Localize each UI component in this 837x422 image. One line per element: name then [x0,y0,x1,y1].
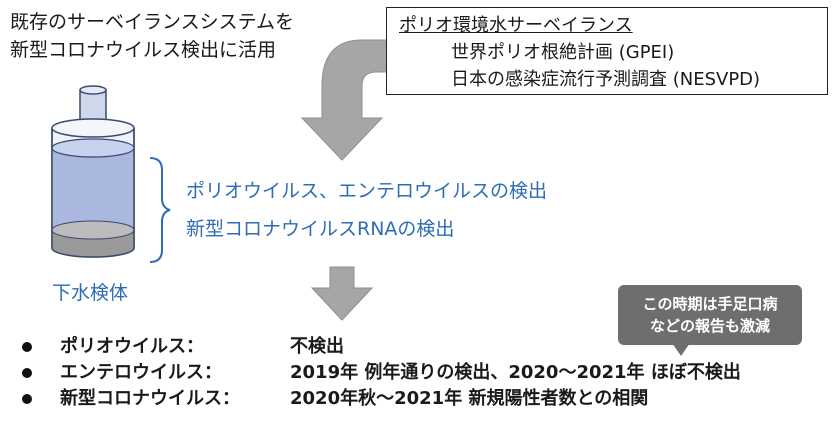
callout-line-1: この時期は手足口病 [642,295,778,313]
down-arrow [310,266,374,321]
container-label: 下水検体 [52,282,129,304]
intro-line-1: 既存のサーベイランスシステムを [10,11,295,33]
intro-text: 既存のサーベイランスシステムを 新型コロナウイルス検出に活用 [10,8,294,64]
callout-pointer [672,343,690,356]
callout-line-2: などの報告も激減 [649,317,770,335]
result-row-entero: エンテロウイルス： 2019年 例年通りの検出、2020〜2021年 ほぼ不検出 [14,360,741,386]
surveillance-item-nesvpd: 日本の感染症流行予測調査 (NESVPD) [451,69,761,90]
curved-arrow [300,39,393,161]
result-value: 不検出 [290,336,344,357]
bullet-icon [22,368,32,378]
result-value: 2019年 例年通りの検出、2020〜2021年 ほぼ不検出 [290,362,741,383]
result-label: エンテロウイルス： [60,362,222,383]
detection-line-1: ポリオウイルス、エンテロウイルスの検出 [186,180,548,202]
surveillance-title: ポリオ環境水サーベイランス [399,15,633,36]
result-row-polio: ポリオウイルス： 不検出 [14,334,741,360]
result-label: 新型コロナウイルス： [60,388,240,409]
bullet-icon [22,394,32,404]
callout-bubble: この時期は手足口病 などの報告も激減 [618,285,802,345]
results-list: ポリオウイルス： 不検出 エンテロウイルス： 2019年 例年通りの検出、202… [14,334,741,412]
result-label: ポリオウイルス： [60,336,204,357]
detection-line-2: 新型コロナウイルスRNAの検出 [186,218,455,240]
bullet-icon [22,342,32,352]
result-row-covid: 新型コロナウイルス： 2020年秋〜2021年 新規陽性者数との相関 [14,386,741,412]
surveillance-box: ポリオ環境水サーベイランス 世界ポリオ根絶計画 (GPEI) 日本の感染症流行予… [386,7,828,95]
surveillance-item-gpei: 世界ポリオ根絶計画 (GPEI) [451,42,675,63]
curly-brace [149,157,171,263]
intro-line-2: 新型コロナウイルス検出に活用 [10,39,277,61]
sample-container-icon [51,85,135,258]
result-value: 2020年秋〜2021年 新規陽性者数との相関 [290,388,649,409]
